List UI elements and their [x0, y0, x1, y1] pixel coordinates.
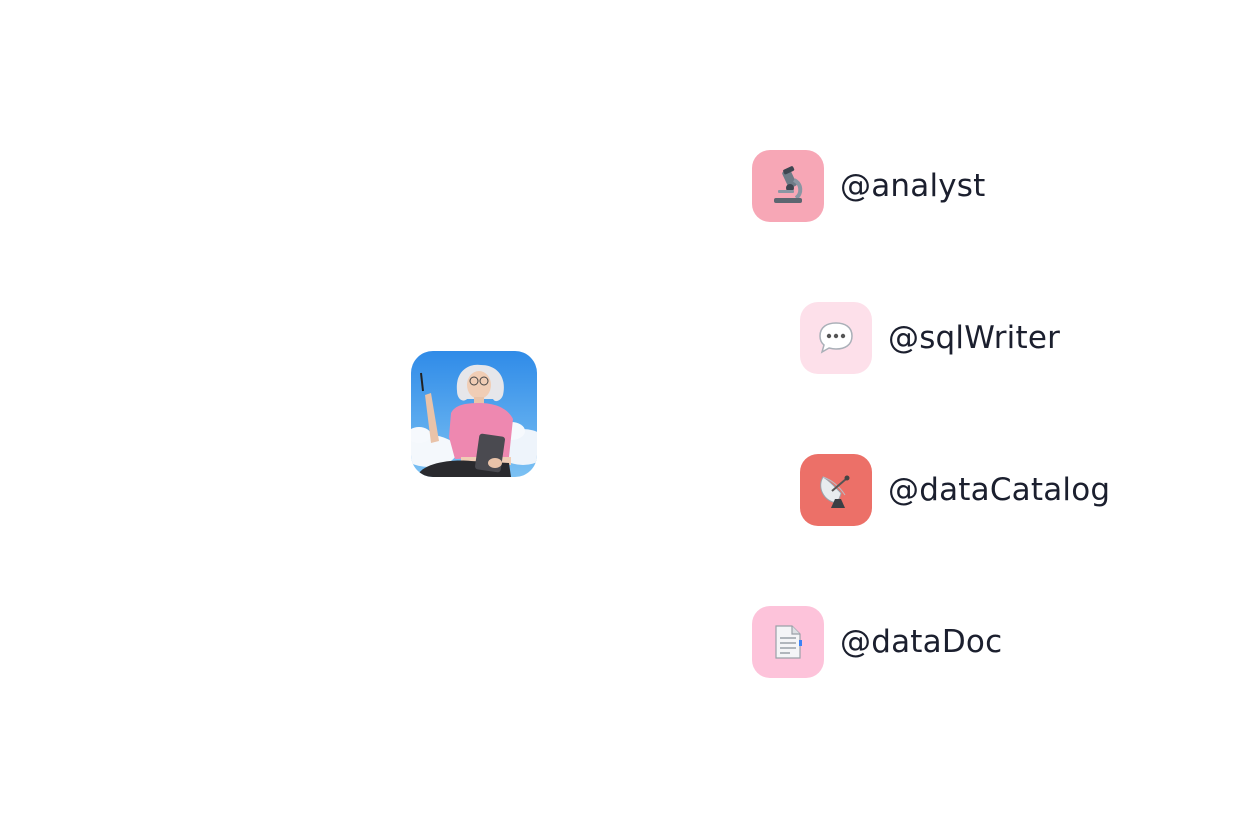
agent-icon-container — [800, 302, 872, 374]
agent-icon-container — [752, 150, 824, 222]
document-icon — [775, 625, 802, 659]
speech-bubble-icon — [819, 322, 853, 354]
user-avatar[interactable] — [411, 351, 537, 477]
microscope-icon — [774, 166, 803, 203]
agent-item-datacatalog[interactable]: @dataCatalog — [800, 454, 1110, 526]
agent-item-datadoc[interactable]: @dataDoc — [752, 606, 1002, 678]
agent-item-sqlwriter[interactable]: @sqlWriter — [800, 302, 1060, 374]
user-avatar-photo — [411, 351, 537, 477]
agent-name: @analyst — [840, 168, 986, 204]
agent-icon-container — [752, 606, 824, 678]
satellite-dish-icon — [820, 475, 850, 508]
agent-name: @dataDoc — [840, 624, 1003, 660]
agent-name: @sqlWriter — [888, 320, 1061, 356]
agent-name: @dataCatalog — [888, 472, 1111, 508]
agent-icon-container — [800, 454, 872, 526]
agent-item-analyst[interactable]: @analyst — [752, 150, 986, 222]
